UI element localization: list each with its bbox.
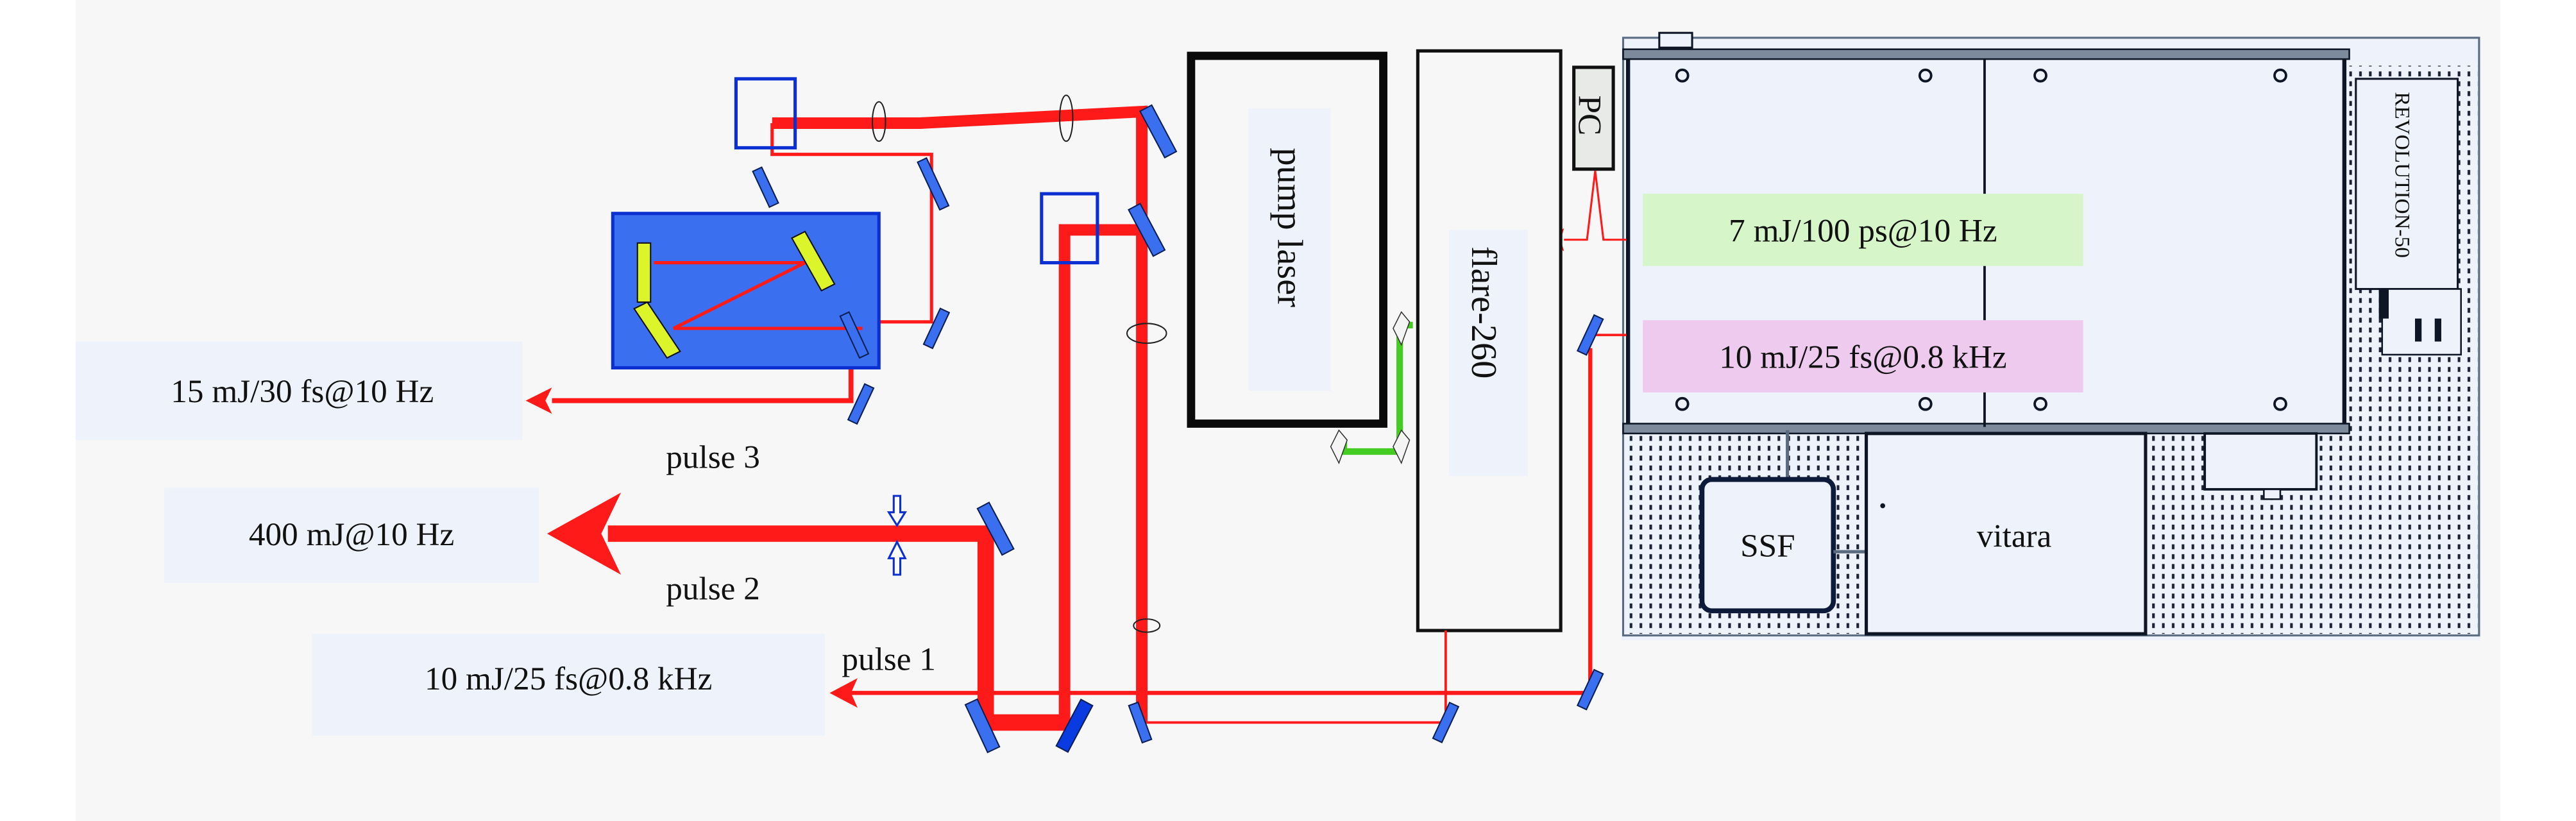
pulse2-label: pulse 2 xyxy=(666,570,760,607)
aperture-marker xyxy=(886,495,908,576)
pulse3-arrowhead xyxy=(525,387,552,414)
lens-2 xyxy=(1058,94,1074,142)
mirror xyxy=(917,157,950,211)
pulse1-label: pulse 1 xyxy=(842,641,936,677)
mirror xyxy=(976,501,1015,556)
green-mirror-1 xyxy=(1330,429,1348,464)
beam-main-lower xyxy=(1058,224,1142,723)
lens-1 xyxy=(871,101,886,142)
green-mirror-3 xyxy=(1393,311,1411,346)
module-box-1 xyxy=(734,77,797,149)
lens-3 xyxy=(1126,323,1167,344)
ssf-label: SSF xyxy=(1740,528,1795,564)
pulse2-arrowhead xyxy=(547,493,622,575)
grating-3 xyxy=(633,301,681,359)
mirror xyxy=(1576,668,1604,711)
lens-4 xyxy=(1133,618,1161,633)
ssf-box xyxy=(1699,477,1836,614)
mirror xyxy=(922,307,951,350)
optical-table: 7 mJ/100 ps@10 Hz 10 mJ/25 fs@0.8 kHz RE… xyxy=(1621,31,2481,641)
green-mirror-2 xyxy=(1393,429,1411,464)
grating-1 xyxy=(636,242,652,303)
pulse1-arrowhead xyxy=(829,678,858,708)
mirror xyxy=(1576,314,1604,356)
beam-main-top xyxy=(772,105,1148,723)
auxiliary-box xyxy=(2203,432,2318,491)
mirror xyxy=(1139,104,1178,159)
beam-pulse3-in xyxy=(770,123,933,324)
trigger-signal xyxy=(1564,171,1627,241)
housing-handle xyxy=(1658,31,1693,49)
pulse3-spec: 15 mJ/30 fs@10 Hz xyxy=(171,373,434,410)
mirror xyxy=(847,383,875,425)
pulse3-spec-bg xyxy=(75,341,523,441)
mirror xyxy=(752,166,779,208)
flare-label: flare-260 xyxy=(1464,246,1504,378)
pulse2-spec: 400 mJ@10 Hz xyxy=(249,516,454,553)
grating-2 xyxy=(791,230,836,292)
revolution-label: REVOLUTION-50 xyxy=(2390,92,2414,258)
seed-fs-label: 10 mJ/25 fs@0.8 kHz xyxy=(1719,339,2006,375)
beam-pulse2 xyxy=(607,525,994,723)
mirror xyxy=(1128,203,1166,257)
pulse2-spec-bg xyxy=(164,487,539,583)
pulse1-spec-bg xyxy=(312,634,825,736)
seed-fs-label-bg xyxy=(1643,320,2083,393)
mirrors xyxy=(752,104,1604,754)
pump-laser-label: pump laser xyxy=(1270,148,1310,307)
vitara-box xyxy=(1864,432,2148,636)
seed-ps-label-bg xyxy=(1643,194,2083,266)
pulse3-label: pulse 3 xyxy=(666,439,760,476)
mirror xyxy=(964,698,1001,754)
pc-label: PC xyxy=(1571,95,1607,135)
pc-box xyxy=(1572,65,1615,171)
mirror xyxy=(1432,701,1460,743)
mirror xyxy=(1055,698,1094,753)
seed-ps-label: 7 mJ/100 ps@10 Hz xyxy=(1729,212,1997,249)
module-box-2 xyxy=(1040,192,1099,265)
mirror xyxy=(1128,701,1153,744)
revolution-box xyxy=(2355,78,2459,291)
vitara-label: vitara xyxy=(1977,518,2052,554)
pulse1-spec: 10 mJ/25 fs@0.8 kHz xyxy=(425,661,712,697)
mirror xyxy=(839,311,870,359)
